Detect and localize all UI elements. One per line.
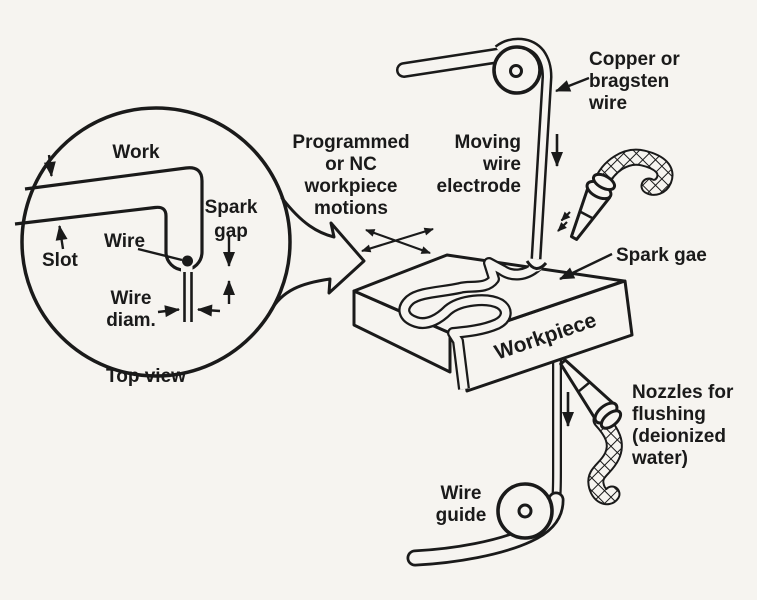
label-slot: Slot xyxy=(42,250,79,271)
slot-gap-mask xyxy=(181,266,193,324)
label-electrode-line1: Moving xyxy=(455,132,522,153)
wire-electrode-lower-core xyxy=(553,348,560,501)
inset-caption: Top view xyxy=(106,366,186,387)
label-spark-gae: Spark gae xyxy=(616,245,707,266)
wire-entry-notch-lip xyxy=(525,260,548,270)
top-view-inset: Work Spark gap Wire Slot Wire diam. Top … xyxy=(14,106,292,387)
label-nozzles-line3: (deionized xyxy=(632,426,726,447)
inset-circle xyxy=(20,106,292,378)
workpiece-3d: Workpiece xyxy=(352,253,634,393)
moving-electrode-label: Moving wire electrode xyxy=(437,132,521,197)
label-nozzles-line1: Nozzles for xyxy=(632,382,734,403)
work-arrow-icon xyxy=(43,154,56,177)
magnify-callout-arrow-icon xyxy=(268,196,366,314)
nc-motions-label: Programmed or NC workpiece motions xyxy=(292,132,409,219)
label-spark-gap-line1: Spark xyxy=(205,197,258,218)
label-work: Work xyxy=(112,142,160,163)
label-wire: Wire xyxy=(104,231,145,252)
wire-kerf-lines xyxy=(183,272,193,322)
label-nozzles-line4: water) xyxy=(631,448,688,469)
label-spark-gap-line2: gap xyxy=(214,221,248,242)
wire-electrode-upper-core xyxy=(496,40,550,260)
wire-leader-line xyxy=(137,247,183,262)
bottom-pulley-hub xyxy=(517,503,533,519)
label-wire-diam-line2: diam. xyxy=(106,310,156,331)
label-electrode-line2: wire xyxy=(482,154,521,175)
top-pulley-hub xyxy=(509,64,523,78)
label-wire-material-line3: wire xyxy=(588,93,627,114)
spark-gap-leader-icon xyxy=(559,252,613,281)
upper-nozzle-ring xyxy=(579,210,594,220)
lower-hose-mesh xyxy=(589,413,621,504)
wire-diam-arrow-left-icon xyxy=(197,304,221,317)
label-electrode-line3: electrode xyxy=(437,176,521,197)
label-wire-guide-line2: guide xyxy=(436,505,487,526)
motion-arrow-2-icon xyxy=(365,228,431,255)
upper-guide-arm-core xyxy=(398,48,514,76)
slot-arrow-icon xyxy=(55,225,68,250)
upper-flush-nozzle xyxy=(557,148,674,241)
label-wire-guide-line1: Wire xyxy=(440,483,481,504)
label-motions-line1: Programmed xyxy=(292,132,409,153)
label-wire-material-line2: bragsten xyxy=(589,71,669,92)
lower-nozzle-collar xyxy=(599,409,623,430)
wire-edm-machine: Workpiece xyxy=(352,37,674,567)
spark-icon-2 xyxy=(557,221,568,232)
spark-icon xyxy=(560,211,571,222)
lower-nozzle-ring xyxy=(577,381,591,393)
motion-axes-arrows xyxy=(361,227,434,255)
wire-dot xyxy=(182,255,193,267)
label-motions-line4: motions xyxy=(314,198,388,219)
kerf-cut-channel xyxy=(400,259,540,390)
lower-flush-nozzle xyxy=(559,358,623,506)
wire-guide-label: Wire guide xyxy=(436,483,487,526)
label-motions-line2: or NC xyxy=(325,154,377,175)
upper-hose-mesh xyxy=(594,150,672,194)
label-nozzles-line2: flushing xyxy=(632,404,706,425)
label-wire-material-line1: Copper or xyxy=(589,49,680,70)
nozzles-label: Nozzles for flushing (deionized water) xyxy=(631,382,734,469)
upper-nozzle-collar xyxy=(591,172,617,192)
label-motions-line3: workpiece xyxy=(304,176,398,197)
wire-material-label: Copper or bragsten wire xyxy=(588,49,680,114)
wire-material-leader-icon xyxy=(555,76,590,93)
label-wire-diam-line1: Wire xyxy=(110,288,151,309)
wire-diam-arrow-right-icon xyxy=(157,305,180,318)
